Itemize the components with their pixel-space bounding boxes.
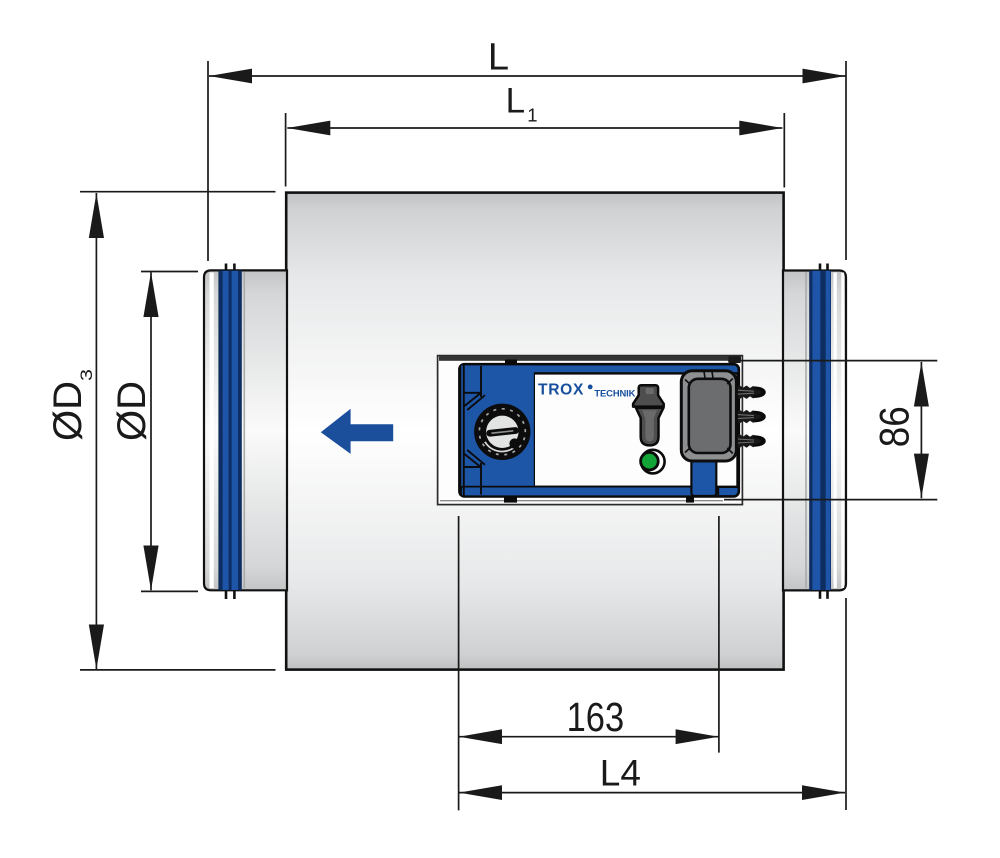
svg-text:163: 163 [567,694,625,740]
svg-text:ØD: ØD [110,381,154,441]
svg-text:L: L [506,82,525,121]
svg-text:L: L [488,37,509,79]
svg-text:86: 86 [870,406,917,447]
svg-text:ØD3: ØD3 [46,369,96,441]
svg-text:L4: L4 [600,752,641,793]
svg-text:1: 1 [527,105,537,126]
svg-text:TECHNIK: TECHNIK [594,388,635,399]
svg-text:TROX: TROX [538,382,584,399]
